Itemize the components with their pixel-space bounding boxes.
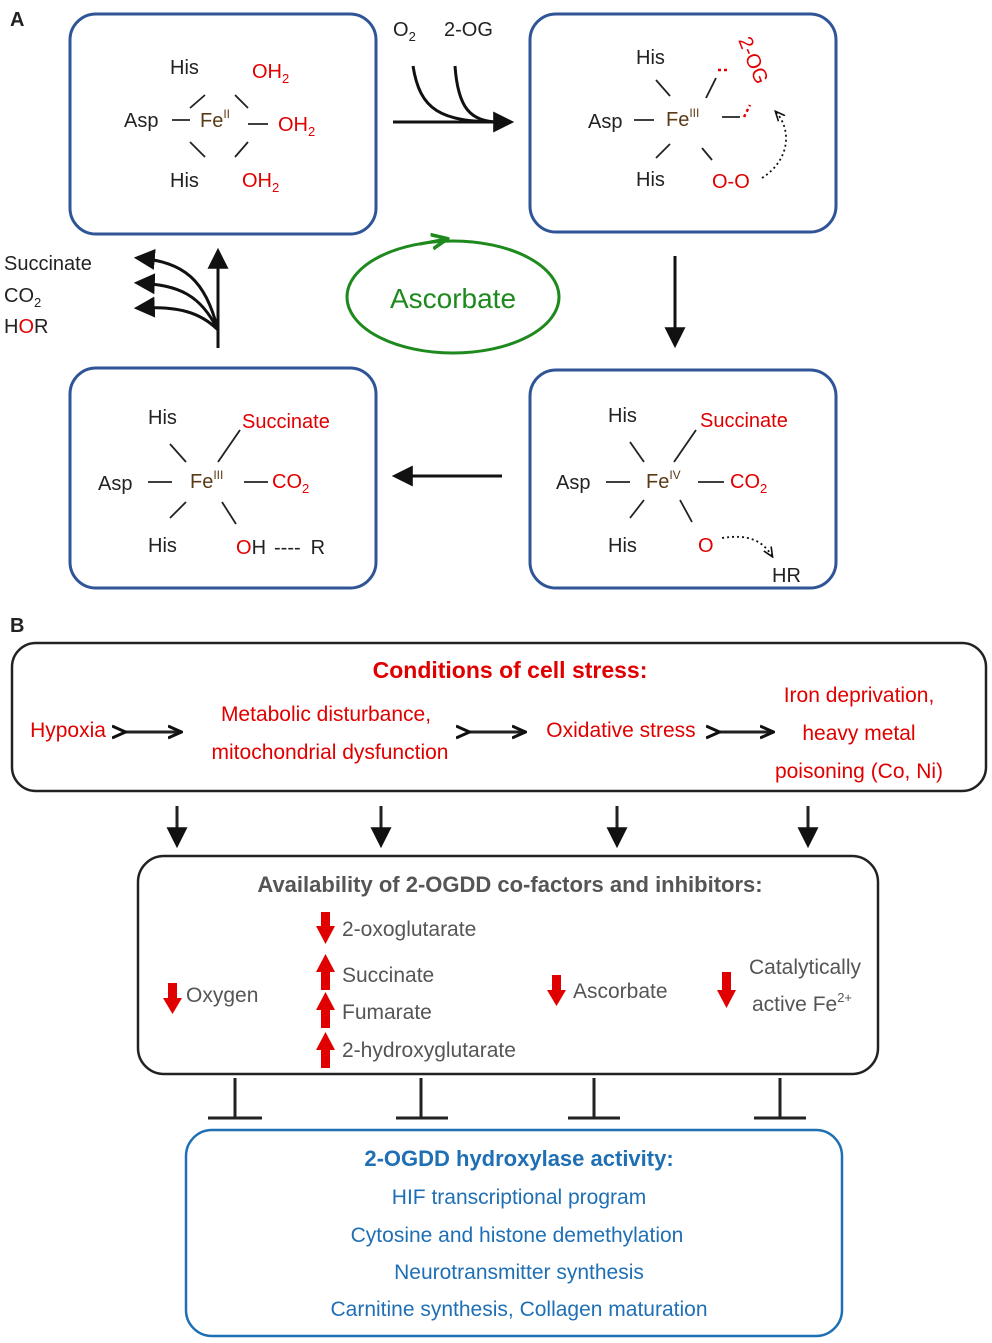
stress-iron-line2: heavy metal (802, 722, 915, 745)
complex-box-1 (68, 12, 378, 236)
his-ligand-bottom: His (170, 170, 199, 192)
complex-box-2 (528, 12, 838, 234)
cofactor-oxoglutarate: 2-oxoglutarate (342, 918, 476, 941)
cofactor-iron-line2: active Fe2+ (752, 990, 852, 1016)
cofactor-changes: Oxygen 2-oxoglutarate Succinate Fumarate… (163, 912, 862, 1068)
substrate-hr-label: HR (772, 565, 801, 587)
ascorbate-cycle: Ascorbate (345, 239, 561, 355)
iron-center: FeIV (646, 468, 681, 493)
complex-fe3-superoxo: His His Asp FeIII 2-OG O-O (528, 12, 838, 234)
iron-center: FeII (200, 107, 230, 132)
water-ligand-3: OH2 (242, 170, 279, 195)
cofactor-succinate: Succinate (342, 964, 434, 987)
cofactor-hydroxyglutarate: 2-hydroxyglutarate (342, 1039, 516, 1062)
activity-item: HIF transcriptional program (392, 1186, 646, 1209)
hydroxo-ligand: OH----R (236, 537, 325, 559)
arrow-down-icon (547, 975, 566, 1006)
inhibition-bars (208, 1078, 806, 1120)
arrow-up-icon (316, 992, 335, 1028)
iron-center: FeIII (190, 468, 223, 493)
stress-hypoxia: Hypoxia (30, 719, 106, 742)
iron-center: FeIII (666, 106, 699, 131)
his-ligand-bottom: His (148, 535, 177, 557)
stress-iron-line3: poisoning (Co, Ni) (775, 760, 943, 783)
his-ligand-top: His (148, 407, 177, 429)
complex-fe3-hydroxo: His His Asp FeIII Succinate CO2 OH----R (68, 366, 378, 590)
arrow-down-icon (717, 972, 736, 1008)
water-ligand-2: OH2 (278, 114, 315, 139)
cell-stress-title: Conditions of cell stress: (373, 657, 648, 683)
asp-ligand: Asp (124, 110, 158, 132)
arrow-up-icon (316, 1032, 335, 1068)
cofactor-fumarate: Fumarate (342, 1001, 432, 1024)
succinate-ligand: Succinate (700, 410, 788, 432)
stress-effect-arrows (166, 806, 819, 849)
cofactor-ascorbate: Ascorbate (573, 980, 668, 1003)
oxo-ligand: O (698, 535, 714, 557)
product-release-arrows: Succinate CO2 HOR (4, 247, 229, 348)
complex-box-3 (528, 368, 838, 590)
asp-ligand: Asp (556, 472, 590, 494)
his-ligand-bottom: His (608, 535, 637, 557)
superoxo-ligand: O-O (712, 171, 750, 193)
cofactor-iron-line1: Catalytically (749, 956, 862, 979)
asp-ligand: Asp (588, 111, 622, 133)
complex-fe2-resting: His His Asp FeII OH2 OH2 OH2 (68, 12, 378, 236)
activity-item: Cytosine and histone demethylation (351, 1224, 684, 1247)
cell-stress-box: Conditions of cell stress: Hypoxia Metab… (10, 641, 988, 793)
co2-ligand: CO2 (272, 471, 309, 496)
cofactor-box: Availability of 2-OGDD co-factors and in… (136, 854, 880, 1076)
his-ligand-bottom: His (636, 169, 665, 191)
stress-iron-line1: Iron deprivation, (784, 684, 935, 707)
activity-item: Carnitine synthesis, Collagen maturation (330, 1298, 707, 1321)
stress-metabolic-line2: mitochondrial dysfunction (212, 741, 449, 764)
succinate-product: Succinate (4, 253, 92, 275)
complex-fe4-oxo: His His Asp FeIV Succinate CO2 O HR (528, 368, 838, 590)
hydroxylase-activity-box: 2-OGDD hydroxylase activity: HIF transcr… (184, 1128, 844, 1338)
activity-item: Neurotransmitter synthesis (394, 1261, 644, 1284)
arrow-down-icon (316, 912, 335, 944)
asp-ligand: Asp (98, 473, 132, 495)
complex-box-4 (68, 366, 378, 590)
activity-title: 2-OGDD hydroxylase activity: (364, 1146, 673, 1171)
cofactor-oxygen: Oxygen (186, 984, 258, 1007)
hydroxylated-product: HOR (4, 316, 48, 338)
substrate-input-arrows: O2 2-OG (393, 19, 515, 133)
his-ligand-top: His (608, 405, 637, 427)
water-ligand-1: OH2 (252, 61, 289, 86)
co2-ligand: CO2 (730, 471, 767, 496)
panel-b-label: B (10, 615, 24, 637)
his-ligand-top: His (636, 47, 665, 69)
co2-product: CO2 (4, 285, 41, 310)
ascorbate-label: Ascorbate (390, 283, 516, 314)
succinate-ligand: Succinate (242, 411, 330, 433)
stress-metabolic-line1: Metabolic disturbance, (221, 703, 431, 726)
oxoglutarate-input-label: 2-OG (444, 19, 493, 41)
cofactor-title: Availability of 2-OGDD co-factors and in… (257, 872, 762, 897)
his-ligand-top: His (170, 57, 199, 79)
panel-a-label: A (10, 9, 24, 31)
oxygen-input-label: O2 (393, 19, 416, 44)
stress-oxidative: Oxidative stress (546, 719, 695, 742)
arrow-up-icon (316, 954, 335, 990)
arrow-down-icon (163, 983, 182, 1014)
